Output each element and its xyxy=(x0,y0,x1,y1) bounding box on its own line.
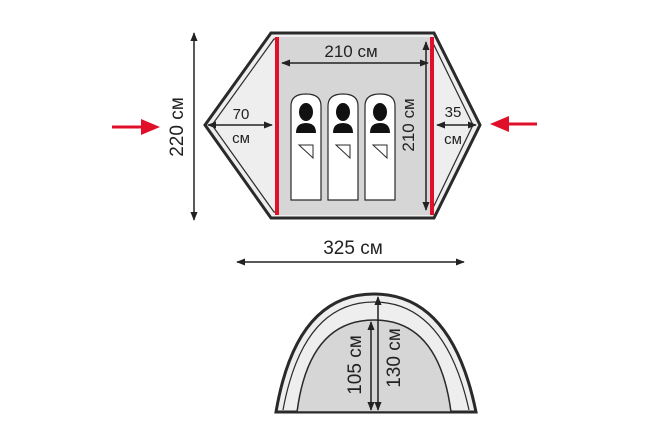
right-vestibule-unit: см xyxy=(444,131,462,148)
sleeping-place-2 xyxy=(327,93,359,201)
left-vestibule-value: 70 xyxy=(233,106,250,123)
total-width-label: 220 см xyxy=(167,97,188,157)
sleeping-places xyxy=(290,93,396,201)
person-icon xyxy=(333,123,353,133)
left-vestibule-unit: см xyxy=(232,130,250,147)
right-entrance-arrow-icon xyxy=(490,116,537,132)
tent-profile-fly-line xyxy=(282,301,470,411)
pillow xyxy=(371,144,388,160)
person-head-icon xyxy=(373,103,387,121)
person-icon xyxy=(370,123,390,133)
sleeping-place-3 xyxy=(364,93,396,201)
inner-height-label: 105 см xyxy=(345,335,366,395)
total-length-label: 325 см xyxy=(323,238,383,259)
person-icon xyxy=(296,123,316,133)
pillow xyxy=(297,144,314,160)
inner-length-label: 210 см xyxy=(399,98,418,151)
outer-height-label: 130 см xyxy=(384,328,405,388)
left-entrance-arrow-icon xyxy=(112,119,160,135)
person-head-icon xyxy=(299,103,313,121)
sleeping-place-1 xyxy=(290,93,322,201)
right-vestibule-value: 35 xyxy=(445,104,462,121)
inner-width-label: 210 см xyxy=(324,42,377,61)
pillow xyxy=(334,144,351,160)
person-head-icon xyxy=(336,103,350,121)
